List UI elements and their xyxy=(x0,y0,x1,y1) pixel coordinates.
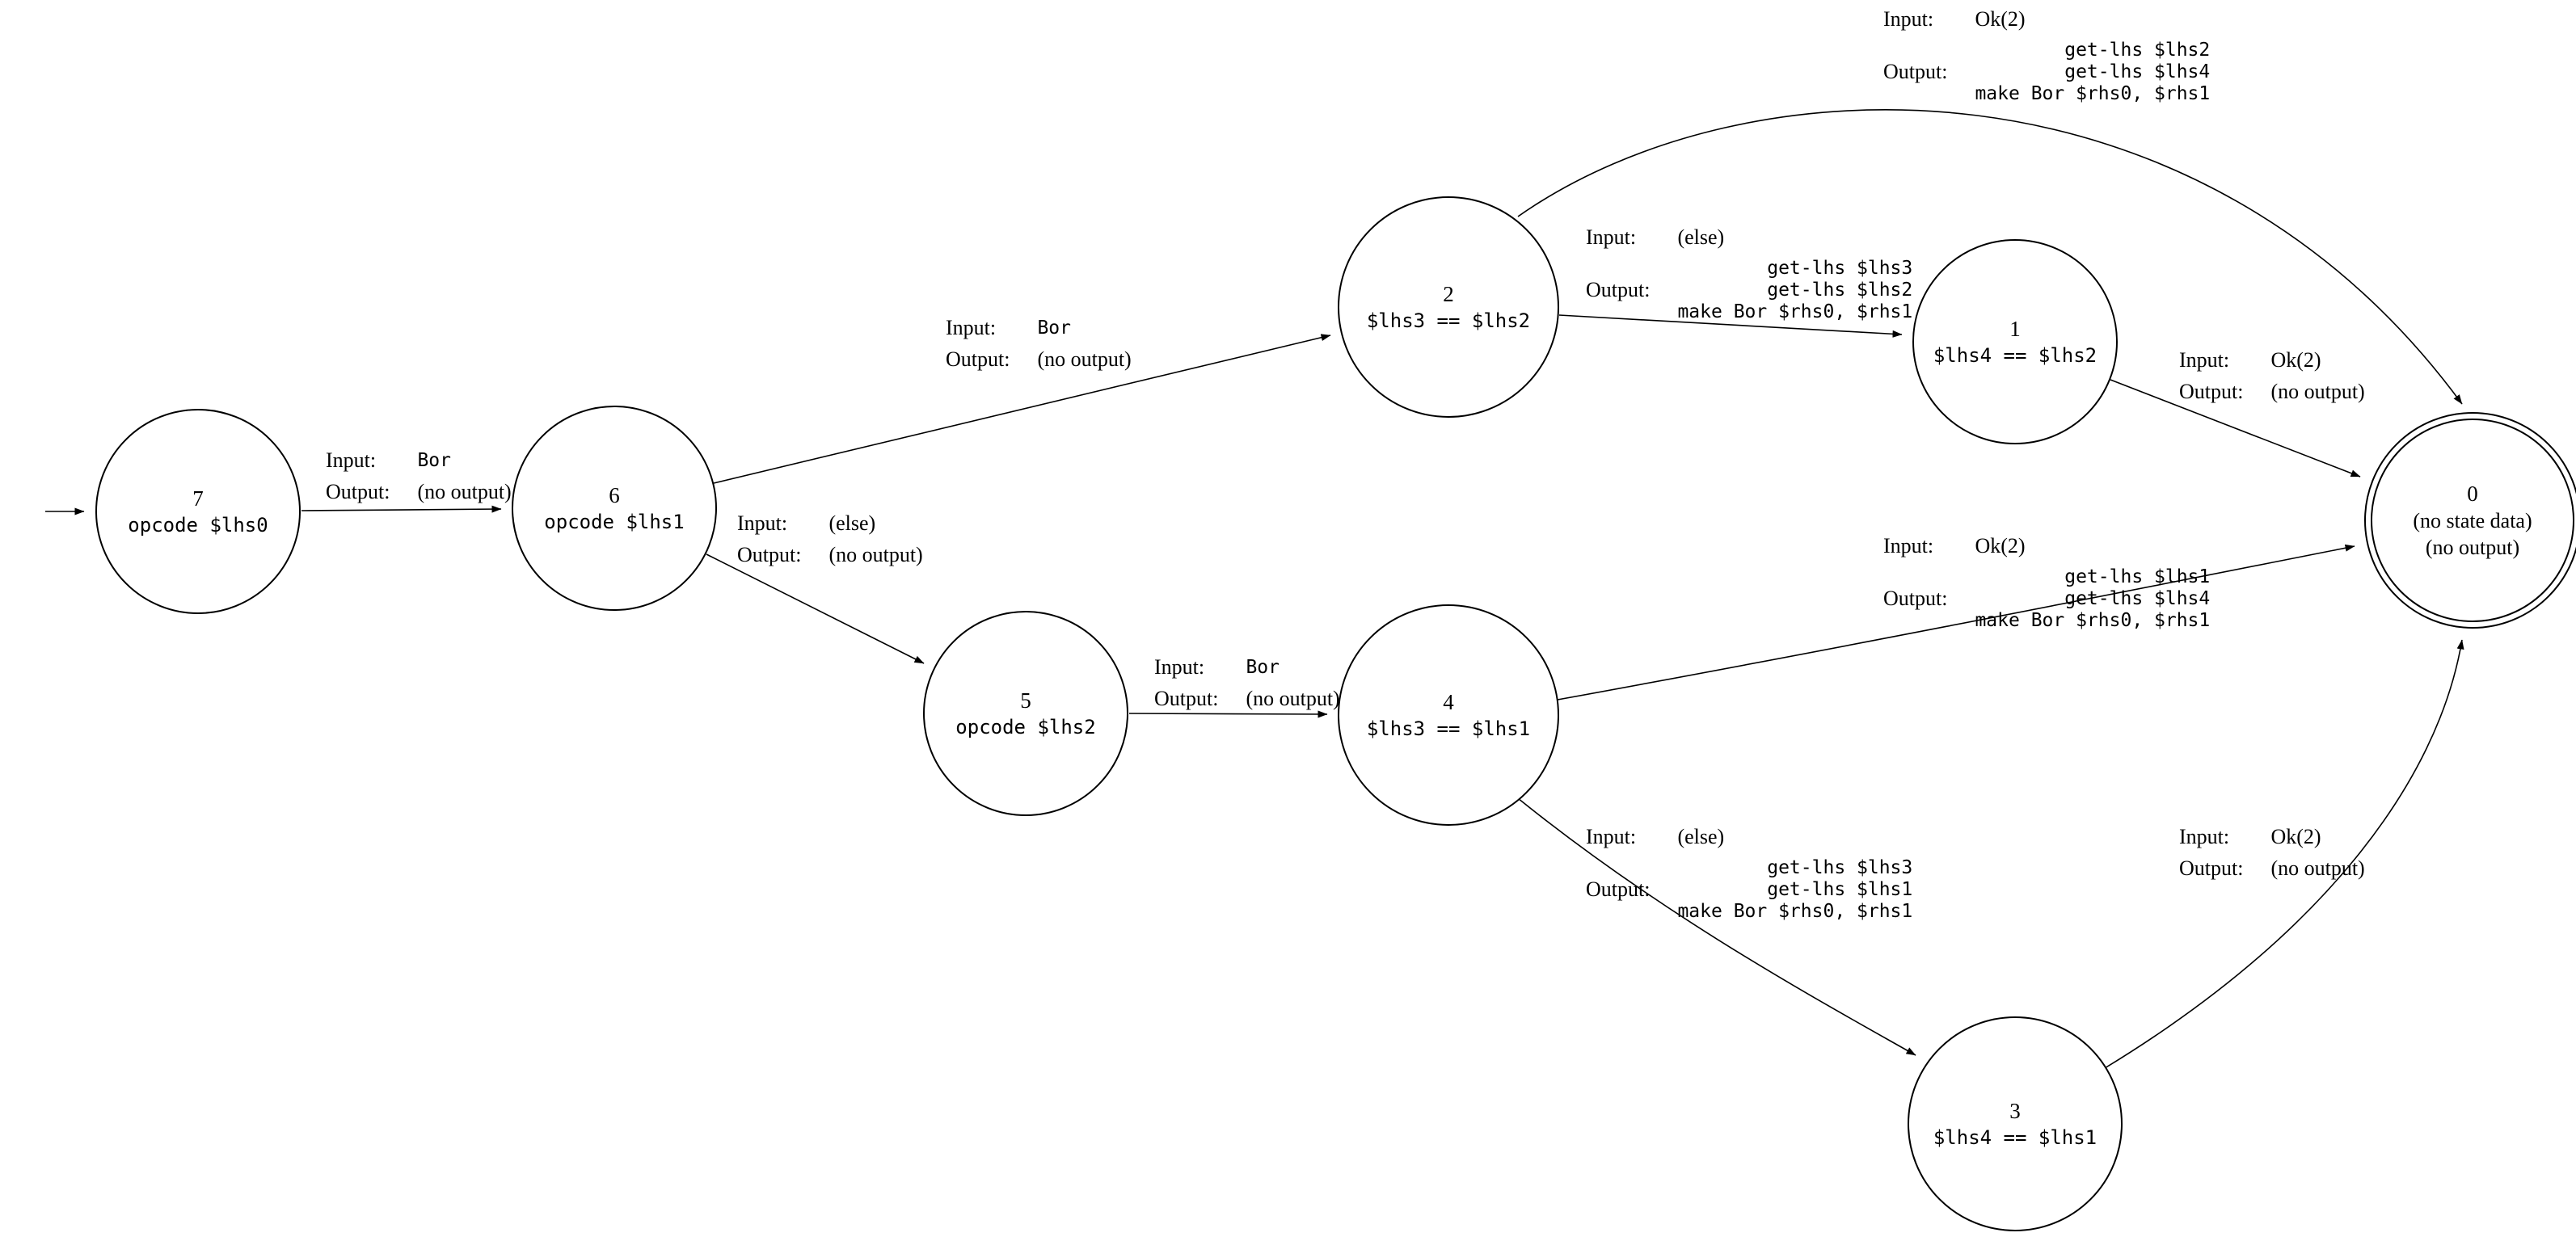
output-value: get-lhs $lhs3 get-lhs $lhs2 make Bor $rh… xyxy=(1677,257,1913,322)
state-number: 7 xyxy=(192,486,204,511)
output-key: Output: xyxy=(737,542,802,566)
input-key: Input: xyxy=(1883,7,1934,31)
input-value: Bor xyxy=(417,449,451,471)
input-key: Input: xyxy=(1586,825,1637,848)
input-value: (else) xyxy=(828,511,876,535)
transition-edge-2-0 xyxy=(1517,109,2463,405)
input-key: Input: xyxy=(326,448,377,472)
output-value: (no output) xyxy=(2270,379,2365,403)
output-value: get-lhs $lhs2 get-lhs $lhs4 make Bor $rh… xyxy=(1975,39,2211,104)
edge-label-2-0: Input: Ok(2) Output: get-lhs $lhs2 get-lhs … xyxy=(1883,7,2211,105)
state-node-2: 2 $lhs3 == $lhs2 xyxy=(1338,196,1559,418)
edge-label-6-5: Input: (else) Output: (no output) xyxy=(737,511,923,566)
state-caption: $lhs4 == $lhs1 xyxy=(1933,1126,2097,1149)
input-key: Input: xyxy=(737,511,788,535)
input-value: (else) xyxy=(1677,825,1725,848)
transition-edge-3-0 xyxy=(2104,639,2464,1069)
state-number: 4 xyxy=(1443,690,1454,714)
input-value: Ok(2) xyxy=(1975,534,2026,557)
output-key: Output: xyxy=(326,479,390,503)
output-value: (no output) xyxy=(828,542,923,566)
output-key: Output: xyxy=(1883,586,1948,610)
transition-edge-7-6 xyxy=(301,505,502,513)
input-value: (else) xyxy=(1677,225,1725,249)
input-value: Bor xyxy=(1246,656,1280,678)
accepting-state-ring xyxy=(2371,419,2574,622)
state-node-1: 1 $lhs4 == $lhs2 xyxy=(1912,239,2118,444)
transition-edge-4-3 xyxy=(1517,797,1916,1056)
output-key: Output: xyxy=(946,347,1010,371)
state-caption: $lhs4 == $lhs2 xyxy=(1933,344,2097,367)
state-number: 1 xyxy=(2009,317,2021,341)
input-key: Input: xyxy=(946,316,997,339)
transition-edge-5-4 xyxy=(1128,710,1328,718)
edge-label-1-0: Input: Ok(2) Output: (no output) xyxy=(2179,348,2365,403)
output-value: get-lhs $lhs1 get-lhs $lhs4 make Bor $rh… xyxy=(1975,566,2211,631)
output-value: (no output) xyxy=(417,479,512,503)
input-value: Ok(2) xyxy=(2270,825,2321,848)
state-node-3: 3 $lhs4 == $lhs1 xyxy=(1908,1016,2123,1231)
output-value: (no output) xyxy=(1037,347,1132,371)
edge-label-4-3: Input: (else) Output: get-lhs $lhs3 get-lhs… xyxy=(1586,825,1913,923)
output-value: (no output) xyxy=(2270,856,2365,880)
state-caption: opcode $lhs1 xyxy=(544,511,685,533)
output-key: Output: xyxy=(2179,856,2244,880)
state-caption: $lhs3 == $lhs1 xyxy=(1366,717,1531,740)
state-node-5: 5 opcode $lhs2 xyxy=(923,611,1128,816)
transition-edge-6-5 xyxy=(706,553,925,664)
edge-label-4-0: Input: Ok(2) Output: get-lhs $lhs1 get-lhs … xyxy=(1883,534,2211,632)
edge-label-3-0: Input: Ok(2) Output: (no output) xyxy=(2179,825,2365,880)
state-node-6: 6 opcode $lhs1 xyxy=(512,406,717,611)
state-node-4: 4 $lhs3 == $lhs1 xyxy=(1338,604,1559,826)
state-node-0: 0(no state data)(no output) xyxy=(2364,412,2576,629)
transition-edge-2-1 xyxy=(1558,314,1903,338)
state-number: 5 xyxy=(1020,688,1031,713)
output-value: (no output) xyxy=(1246,686,1340,710)
input-value: Bor xyxy=(1037,317,1071,339)
state-number: 2 xyxy=(1443,282,1454,306)
output-key: Output: xyxy=(2179,379,2244,403)
state-number: 3 xyxy=(2009,1099,2021,1123)
input-value: Ok(2) xyxy=(2270,348,2321,372)
state-number: 6 xyxy=(609,483,620,507)
input-value: Ok(2) xyxy=(1975,7,2026,31)
input-key: Input: xyxy=(1154,655,1205,679)
state-node-7: 7 opcode $lhs0 xyxy=(95,409,301,614)
output-key: Output: xyxy=(1586,277,1651,301)
state-caption: opcode $lhs2 xyxy=(955,716,1096,738)
transition-edge-1-0 xyxy=(2110,379,2361,478)
output-key: Output: xyxy=(1883,59,1948,83)
transition-edge-4-0 xyxy=(1557,544,2355,701)
input-key: Input: xyxy=(2179,348,2230,372)
input-key: Input: xyxy=(2179,825,2230,848)
output-value: get-lhs $lhs3 get-lhs $lhs1 make Bor $rh… xyxy=(1677,856,1913,922)
output-key: Output: xyxy=(1586,877,1651,901)
output-key: Output: xyxy=(1154,686,1219,710)
edge-label-2-1: Input: (else) Output: get-lhs $lhs3 get-lhs… xyxy=(1586,225,1913,323)
transition-edge-6-2 xyxy=(713,334,1331,484)
state-caption: $lhs3 == $lhs2 xyxy=(1366,309,1531,332)
input-key: Input: xyxy=(1883,534,1934,557)
state-caption: opcode $lhs0 xyxy=(128,514,268,536)
input-key: Input: xyxy=(1586,225,1637,249)
